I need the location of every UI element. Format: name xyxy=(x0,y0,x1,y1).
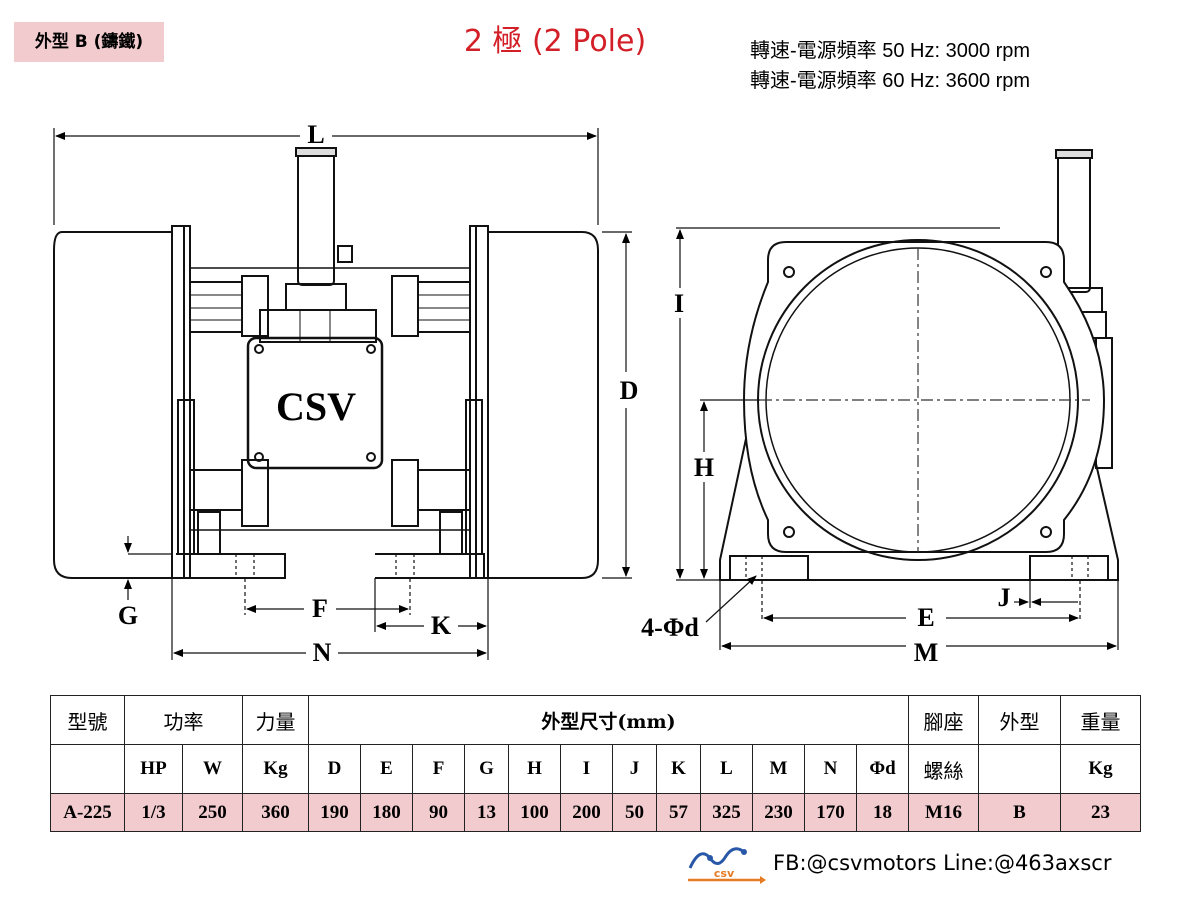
table-header-row: 型號 功率 力量 外型尺寸(mm) 腳座 外型 重量 xyxy=(50,695,1142,745)
unit-w: W xyxy=(182,744,243,794)
cell-n: 170 xyxy=(804,793,857,832)
speed-50hz: 轉速-電源頻率 50 Hz: 3000 rpm xyxy=(750,40,1031,62)
cell-model: A-225 xyxy=(50,793,125,832)
label-bolt: 4-Φd xyxy=(641,613,699,642)
unit-e: E xyxy=(360,744,413,794)
cell-screw: M16 xyxy=(908,793,980,832)
box-logo-text: CSV xyxy=(276,384,356,429)
unit-k: K xyxy=(656,744,701,794)
unit-h: H xyxy=(508,744,561,794)
left-end-cap xyxy=(53,231,173,579)
unit-weight: Kg xyxy=(1060,744,1142,794)
logo-text: csv xyxy=(714,867,735,880)
label-D: D xyxy=(620,376,639,405)
unit-screw: 螺絲 xyxy=(908,744,980,794)
header-shape: 外型 xyxy=(978,695,1062,745)
unit-d: D xyxy=(308,744,361,794)
unit-m: M xyxy=(752,744,805,794)
header-model: 型號 xyxy=(50,695,125,745)
left-foot xyxy=(176,553,286,579)
cell-j: 50 xyxy=(612,793,657,832)
cell-f: 90 xyxy=(412,793,465,832)
unit-phid: Φd xyxy=(855,744,910,794)
speed-60hz: 轉速-電源頻率 60 Hz: 3600 rpm xyxy=(750,70,1031,92)
unit-i: I xyxy=(560,744,613,794)
right-end-cap xyxy=(487,231,599,579)
unit-empty-model xyxy=(50,744,125,794)
cell-shape: B xyxy=(978,793,1062,832)
cell-m: 230 xyxy=(752,793,805,832)
label-K: K xyxy=(431,611,452,640)
unit-hp: HP xyxy=(124,744,183,794)
cell-d: 190 xyxy=(308,793,361,832)
page-title: 2 極 (2 Pole) xyxy=(463,24,647,59)
shape-badge: 外型 B (鑄鐵) xyxy=(14,22,164,62)
motor-drawing: CSV L D G F K N xyxy=(53,120,1119,667)
csv-logo-icon: csv xyxy=(688,847,766,884)
right-foot xyxy=(375,553,485,579)
cell-hp: 1/3 xyxy=(124,793,183,832)
table-unit-row: HP W Kg D E F G H I J K L M N Φd 螺絲 Kg xyxy=(50,744,1142,794)
unit-g: G xyxy=(464,744,509,794)
cell-weight: 23 xyxy=(1060,793,1142,832)
front-view xyxy=(53,147,599,579)
unit-l: L xyxy=(700,744,753,794)
cell-w: 250 xyxy=(182,793,243,832)
header-dimensions: 外型尺寸(mm) xyxy=(307,695,910,745)
spec-table: 型號 功率 力量 外型尺寸(mm) 腳座 外型 重量 HP W Kg D E F… xyxy=(50,695,1142,832)
cell-e: 180 xyxy=(360,793,413,832)
table-row: A-225 1/3 250 360 190 180 90 13 100 200 … xyxy=(50,793,1142,832)
label-E: E xyxy=(917,603,934,632)
front-dimensions xyxy=(53,128,632,660)
header-power: 功率 xyxy=(124,695,243,745)
cable-gland xyxy=(297,149,335,286)
side-view xyxy=(719,149,1119,581)
cell-l: 325 xyxy=(700,793,753,832)
header-weight: 重量 xyxy=(1060,695,1142,745)
label-N: N xyxy=(313,638,332,667)
header-foot: 腳座 xyxy=(908,695,980,745)
cell-k: 57 xyxy=(656,793,701,832)
label-L: L xyxy=(307,120,324,149)
unit-f: F xyxy=(412,744,465,794)
label-G: G xyxy=(118,601,138,630)
unit-n: N xyxy=(804,744,857,794)
unit-kg: Kg xyxy=(242,744,309,794)
side-dimensions xyxy=(676,227,1119,650)
label-F: F xyxy=(312,594,328,623)
side-housing xyxy=(742,241,1106,553)
cell-i: 200 xyxy=(560,793,613,832)
cell-g: 13 xyxy=(464,793,509,832)
label-H: H xyxy=(694,453,714,482)
label-M: M xyxy=(914,638,939,667)
unit-j: J xyxy=(612,744,657,794)
cell-h: 100 xyxy=(508,793,561,832)
cell-force: 360 xyxy=(242,793,309,832)
terminal-box xyxy=(246,336,384,470)
header-force: 力量 xyxy=(242,695,309,745)
unit-empty-shape xyxy=(978,744,1062,794)
cell-phid: 18 xyxy=(855,793,910,832)
contact-info: FB:@csvmotors Line:@463axscr xyxy=(773,851,1112,875)
label-J: J xyxy=(998,583,1011,612)
label-I: I xyxy=(674,289,684,318)
